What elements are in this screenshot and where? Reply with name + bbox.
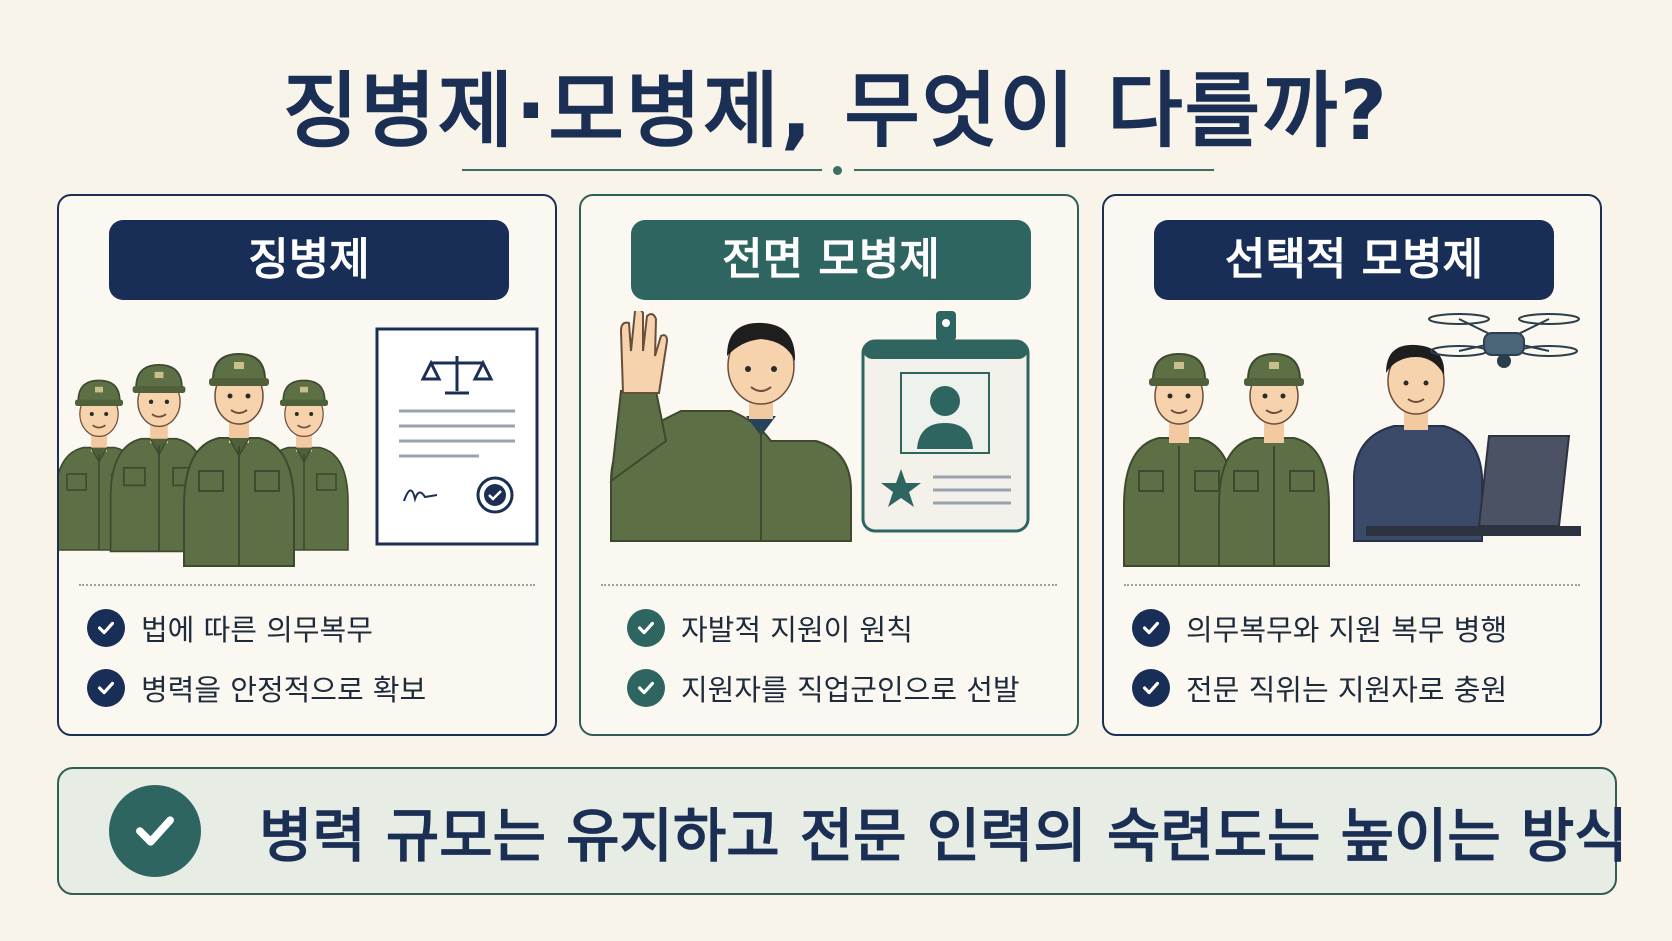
check-icon [1132, 669, 1170, 707]
card-full-volunteer: 전면 모병제 [579, 194, 1079, 736]
conscription-illustration [59, 327, 539, 567]
summary-banner: 병력 규모는 유지하고 전문 인력의 숙련도는 높이는 방식 [57, 767, 1628, 895]
item-text: 자발적 지원이 원칙 [681, 613, 913, 647]
item-text: 전문 직위는 지원자로 충원 [1186, 673, 1508, 707]
item-text: 병력을 안정적으로 확보 [141, 673, 427, 707]
list-item: 자발적 지원이 원칙 [627, 608, 913, 648]
check-icon [1132, 609, 1170, 647]
check-icon [627, 609, 665, 647]
card-heading: 선택적 모병제 [1154, 220, 1554, 300]
drone-icon [1428, 313, 1580, 368]
card-heading: 징병제 [109, 220, 509, 300]
card-heading: 전면 모병제 [631, 220, 1031, 300]
item-text: 법에 따른 의무복무 [141, 613, 373, 647]
check-circle-icon [109, 785, 201, 877]
check-icon [87, 669, 125, 707]
item-text: 의무복무와 지원 복무 병행 [1186, 613, 1508, 647]
title-divider [462, 166, 1214, 175]
volunteer-illustration [609, 311, 1030, 542]
list-item: 지원자를 직업군인으로 선발 [627, 668, 1020, 708]
item-text: 지원자를 직업군인으로 선발 [681, 673, 1020, 707]
check-icon [627, 669, 665, 707]
check-icon [87, 609, 125, 647]
list-item: 전문 직위는 지원자로 충원 [1132, 668, 1507, 708]
star-icon [881, 469, 921, 507]
list-item: 법에 따른 의무복무 [87, 608, 373, 648]
selective-illustration [1123, 313, 1581, 567]
card-conscription: 징병제 [57, 194, 557, 736]
page-title: 징병제·모병제, 무엇이 다를까? [282, 64, 1390, 159]
specialist-with-laptop [1353, 344, 1581, 542]
id-badge-icon [861, 311, 1030, 533]
document-icon [375, 327, 539, 546]
check-seal-icon [476, 476, 514, 514]
card-selective-volunteer: 선택적 모병제 [1102, 194, 1602, 736]
scales-icon [420, 356, 494, 395]
list-item: 병력을 안정적으로 확보 [87, 668, 426, 708]
list-item: 의무복무와 지원 복무 병행 [1132, 608, 1507, 648]
banner-text: 병력 규모는 유지하고 전문 인력의 숙련도는 높이는 방식 [259, 802, 1628, 870]
volunteer-raising-hand [609, 311, 852, 542]
